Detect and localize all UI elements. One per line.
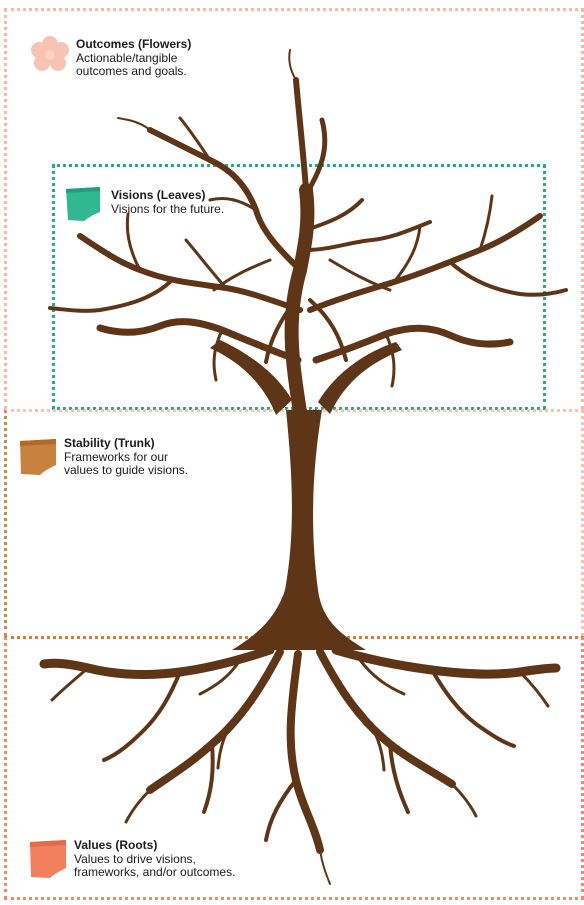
visions-title: Visions (Leaves)	[111, 188, 206, 202]
outcomes-zone	[4, 8, 584, 410]
outcomes-label: Outcomes (Flowers) Actionable/tangible o…	[76, 37, 192, 79]
leaf-note-icon	[66, 187, 100, 221]
visions-label: Visions (Leaves) Visions for the future.	[111, 188, 225, 216]
values-label: Values (Roots) Values to drive visions, …	[74, 838, 236, 880]
outcomes-title: Outcomes (Flowers)	[76, 37, 192, 51]
stability-title: Stability (Trunk)	[64, 436, 155, 450]
stability-description: Frameworks for our values to guide visio…	[64, 449, 189, 477]
visions-description: Visions for the future.	[111, 201, 225, 216]
values-title: Values (Roots)	[74, 838, 158, 852]
values-description: Values to drive visions, frameworks, and…	[74, 851, 236, 879]
flower-icon	[31, 36, 69, 71]
trunk-note-icon	[20, 439, 56, 475]
root-note-icon	[30, 840, 66, 878]
outcomes-description: Actionable/tangible outcomes and goals.	[76, 50, 187, 78]
stability-label: Stability (Trunk) Frameworks for our val…	[64, 436, 189, 478]
